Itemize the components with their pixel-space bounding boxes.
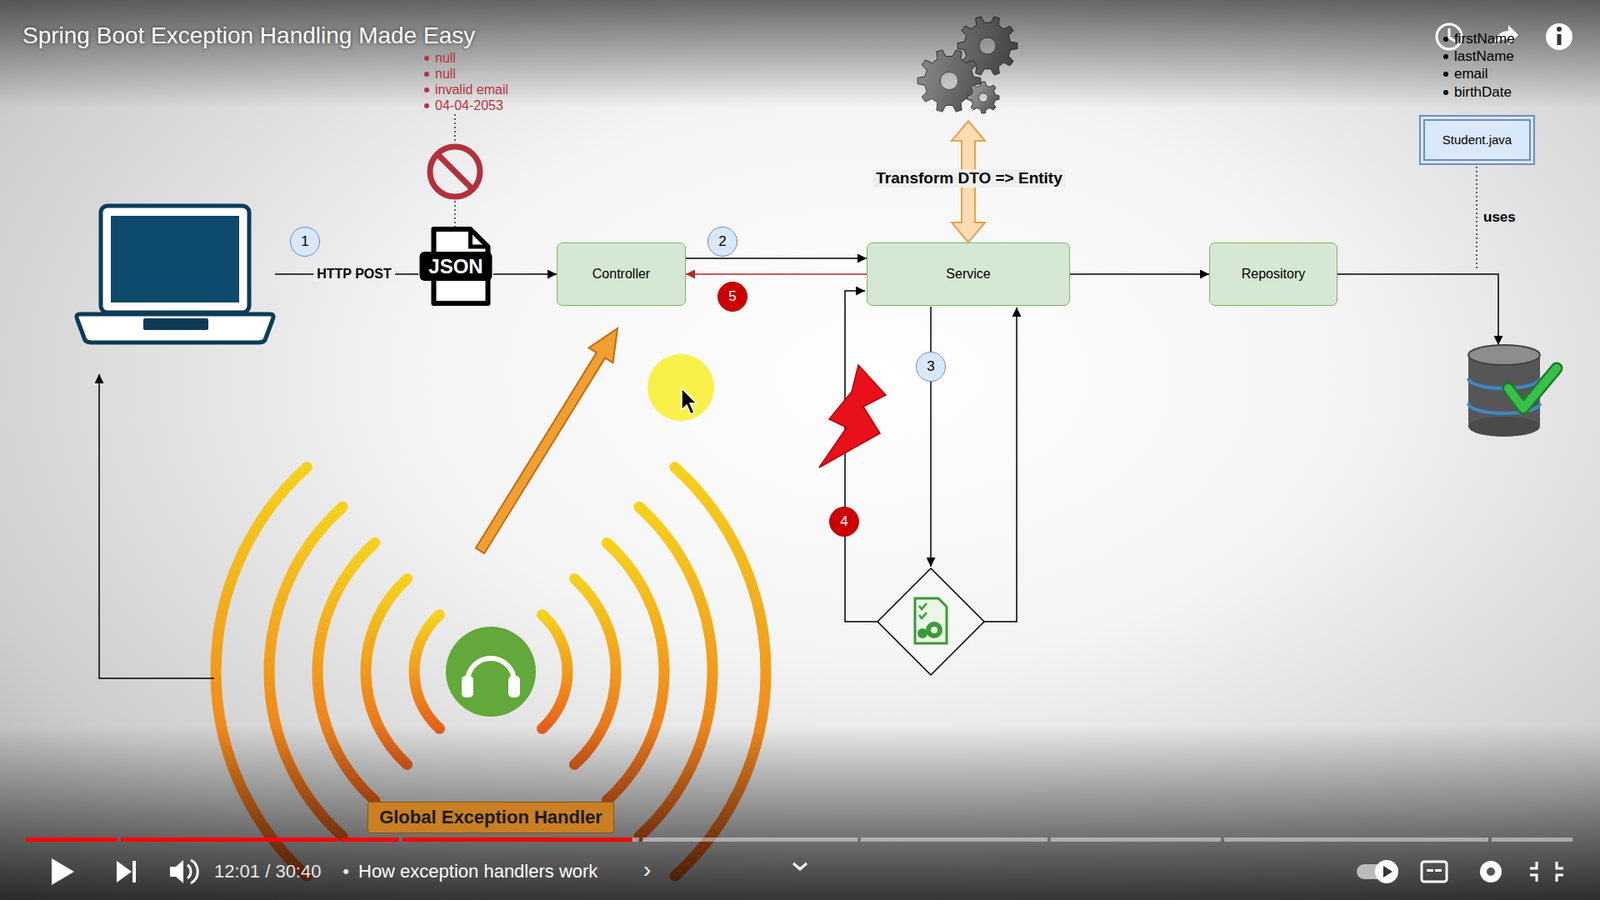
callout-number: 2 <box>707 226 738 257</box>
list-bullet <box>424 71 430 77</box>
progress-segment <box>1224 837 1489 842</box>
cursor-highlight <box>647 354 715 421</box>
list-bullet <box>1443 90 1449 95</box>
progress-segment <box>341 837 400 842</box>
top-shade <box>0 0 1600 109</box>
prohibition-sign <box>430 146 480 197</box>
dotted-leader <box>454 114 456 142</box>
process-box: Service <box>866 242 1070 306</box>
validator-icon <box>915 598 947 644</box>
callout-number: 4 <box>829 506 860 537</box>
validator-diamond <box>877 568 985 675</box>
database-icon <box>1468 345 1557 437</box>
wave-arc <box>542 615 568 730</box>
list-item: birthDate <box>1454 84 1512 101</box>
caption-box: Global Exception Handler <box>367 801 615 834</box>
node-text: Global Exception Handler <box>379 806 603 828</box>
node-text: Service <box>945 266 990 282</box>
progress-played <box>341 837 400 842</box>
dotted-leader <box>454 200 456 227</box>
callout-number: 3 <box>915 351 946 382</box>
text-label: Transform DTO => Entity <box>872 169 1065 188</box>
list-bullet <box>1443 71 1449 77</box>
text-label: › <box>643 856 651 884</box>
list-item: 04-04-2053 <box>435 98 504 114</box>
player-controls <box>51 858 1564 885</box>
error-return-line <box>845 290 878 622</box>
top-icons <box>1436 23 1573 50</box>
progress-segment <box>25 837 118 842</box>
headphones-icon <box>445 626 536 717</box>
node-text: Repository <box>1241 266 1305 282</box>
list-item: null <box>435 66 456 82</box>
progress-segment <box>860 837 1048 842</box>
connector-arrow <box>493 273 557 275</box>
progress-segment <box>120 837 339 842</box>
text-label: HTTP POST <box>313 266 395 282</box>
connector-arrow <box>685 273 867 275</box>
progress-segment <box>1491 837 1573 842</box>
connector-arrow <box>685 257 867 260</box>
progress-bar <box>25 837 1573 842</box>
uses-leader <box>1475 162 1478 271</box>
validation-line <box>930 306 932 567</box>
list-bullet <box>424 87 430 93</box>
callout-number: 5 <box>717 281 748 312</box>
node-text: JSON <box>428 255 483 279</box>
callout-number: 1 <box>290 226 320 257</box>
response-line <box>99 374 215 679</box>
video-title: Spring Boot Exception Handling Made Easy <box>22 22 475 50</box>
text-label: • <box>342 860 350 882</box>
progress-played <box>120 837 339 842</box>
json-file-icon: JSON <box>418 226 494 306</box>
list-item: invalid email <box>435 82 509 98</box>
progress-segment <box>642 837 858 842</box>
list-item: email <box>1454 65 1489 83</box>
text-label: 12:01 / 30:40 <box>214 860 321 882</box>
process-box: Controller <box>556 242 686 306</box>
node-text: Student.java <box>1442 132 1512 147</box>
handler-arrow <box>475 328 618 554</box>
progress-played <box>402 837 633 842</box>
list-item: firstName <box>1454 30 1515 48</box>
valid-return-line <box>984 307 1017 622</box>
text-label: How exception handlers work <box>358 860 598 882</box>
text-label: uses <box>1483 209 1516 226</box>
list-item: null <box>435 50 456 66</box>
wave-arc <box>414 615 440 730</box>
list-bullet <box>424 103 430 109</box>
bottom-shade <box>0 725 1600 900</box>
list-bullet <box>1443 54 1449 60</box>
node-text: Controller <box>592 266 650 282</box>
persist-line <box>1337 274 1499 345</box>
list-bullet <box>424 55 430 61</box>
laptop-icon <box>76 205 274 343</box>
list-item: lastName <box>1454 48 1515 65</box>
progress-segment <box>402 837 640 842</box>
exception-bolt <box>819 365 886 468</box>
connector-arrow <box>1070 273 1210 275</box>
progress-played <box>25 837 118 842</box>
list-bullet <box>1443 36 1449 42</box>
process-box: Repository <box>1209 242 1338 306</box>
progress-segment <box>1050 837 1221 842</box>
class-box: Student.java <box>1423 119 1531 161</box>
